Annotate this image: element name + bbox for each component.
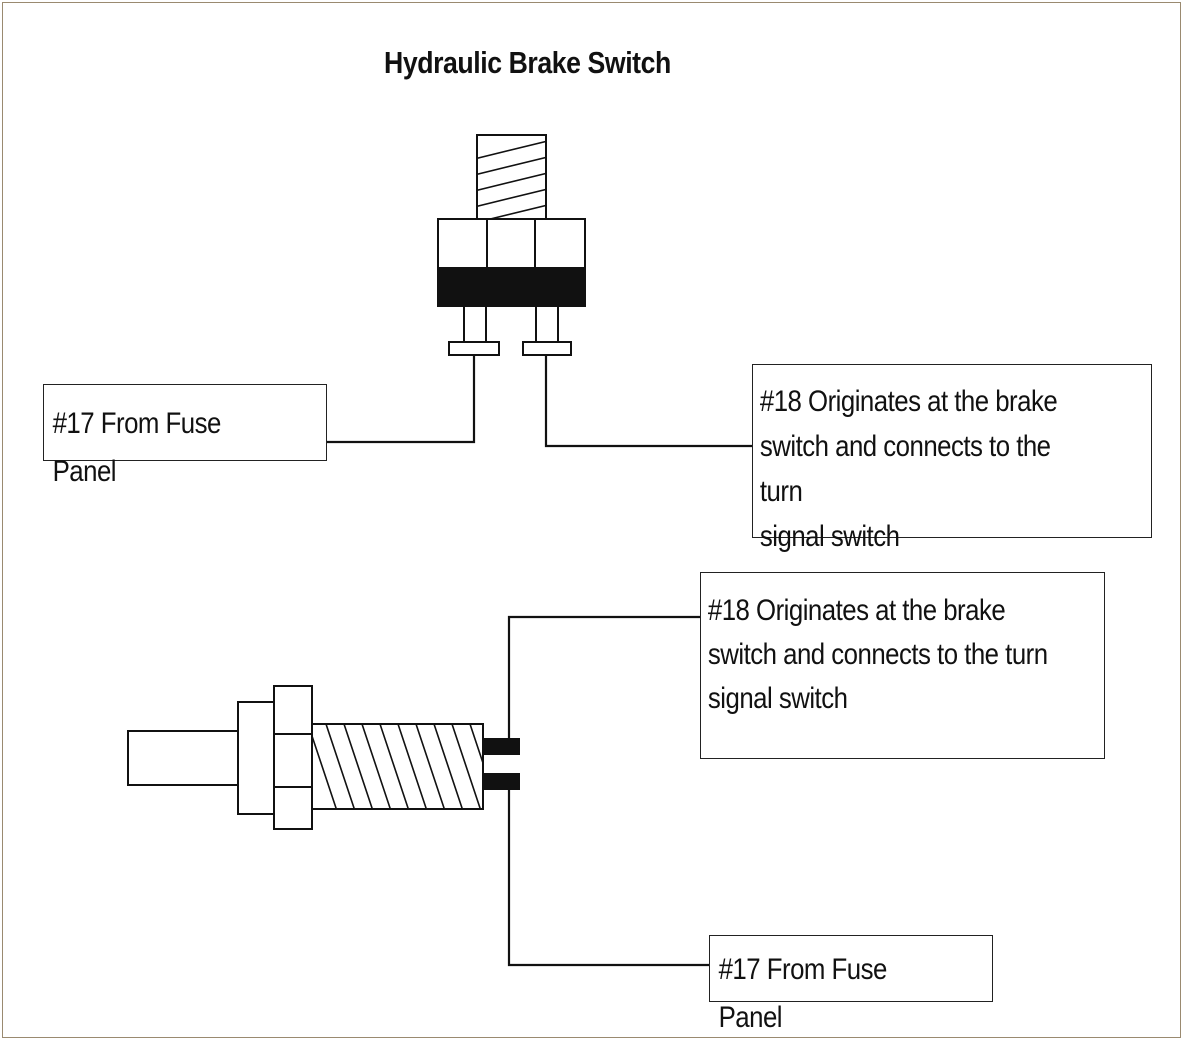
top-switch-terminal-left (463, 305, 487, 345)
top-switch-terminal-cap-right (522, 341, 572, 356)
side-switch-hex-nut (273, 685, 313, 830)
label-side-wire-18-text: #18 Originates at the brake switch and c… (707, 594, 1048, 715)
label-side-wire-17-text: #17 From Fuse Panel (718, 953, 888, 1034)
top-switch-terminal-cap-left (448, 341, 500, 356)
top-brake-switch (437, 134, 586, 356)
label-top-wire-17-text: #17 From Fuse Panel (52, 407, 222, 488)
side-switch-flange (237, 701, 277, 815)
diagram-title: Hydraulic Brake Switch (384, 45, 671, 80)
side-switch-terminal-bottom (482, 773, 520, 790)
side-wire-18 (507, 615, 700, 739)
label-side-wire-17: #17 From Fuse Panel (709, 935, 993, 1034)
side-switch-terminal-top (482, 738, 520, 755)
top-switch-base-band (437, 267, 586, 307)
top-wires (327, 355, 752, 448)
label-top-wire-18-text: #18 Originates at the brake switch and c… (759, 385, 1058, 553)
top-wire-17 (327, 355, 476, 444)
top-switch-terminal-right (535, 305, 559, 345)
label-side-wire-18: #18 Originates at the brake switch and c… (700, 572, 1105, 759)
label-top-wire-17: #17 From Fuse Panel (43, 384, 327, 488)
side-wire-17 (507, 789, 709, 967)
top-wire-18 (544, 355, 752, 448)
side-wires (507, 615, 709, 967)
label-top-wire-18: #18 Originates at the brake switch and c… (752, 364, 1152, 553)
side-brake-switch (127, 685, 520, 830)
side-switch-plunger (127, 730, 239, 786)
